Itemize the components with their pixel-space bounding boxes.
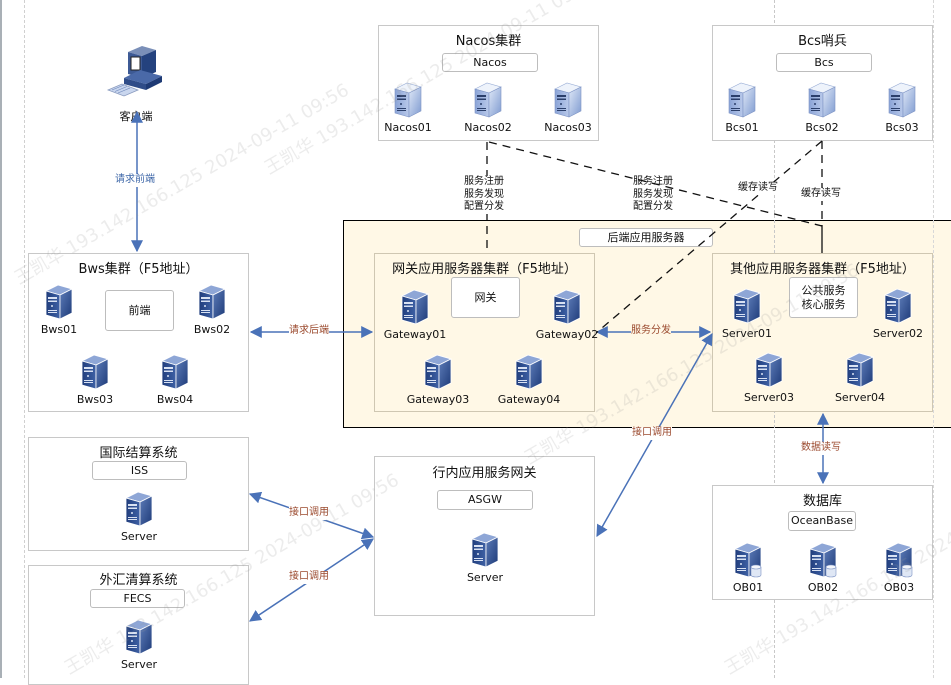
edge-label-interface-iss: 接口调用 xyxy=(289,507,329,520)
edge-label-service-dispatch: 服务分发 xyxy=(631,325,671,338)
server-icon xyxy=(752,349,786,389)
nacos-title: Nacos集群 xyxy=(455,34,522,49)
backend-zone-tag: 后端应用服务器 xyxy=(579,228,713,247)
edge-label-nacos-other: 服务注册 服务发现 配置分发 xyxy=(633,176,673,212)
nacos-node-2[interactable]: Nacos02 xyxy=(448,79,528,134)
edge-label-request-backend: 请求后端 xyxy=(289,325,329,338)
server-icon xyxy=(158,351,192,391)
bcs-node-2[interactable]: Bcs02 xyxy=(782,79,862,134)
server-icon xyxy=(730,285,764,325)
computer-icon xyxy=(106,46,162,97)
fecs-server[interactable]: Server xyxy=(99,616,179,671)
server-icon xyxy=(512,351,546,391)
database-server-icon xyxy=(882,539,916,579)
nacos-node-1[interactable]: Nacos01 xyxy=(368,79,448,134)
db-node-2[interactable]: OB02 xyxy=(783,539,863,594)
other-node-4[interactable]: Server04 xyxy=(820,349,900,404)
edge-label-bcs-other: 缓存读写 xyxy=(801,188,841,201)
server-icon xyxy=(550,286,584,326)
bcs-tag: Bcs xyxy=(776,53,872,72)
bws-node-1[interactable]: Bws01 xyxy=(19,281,99,336)
asgw-tag: ASGW xyxy=(437,490,533,510)
page-guide-left xyxy=(24,0,25,678)
edge-label-bcs-gateway: 缓存读写 xyxy=(738,182,778,195)
db-title: 数据库 xyxy=(802,494,842,509)
other-node-3[interactable]: Server03 xyxy=(729,349,809,404)
page-guide-right-2 xyxy=(933,0,934,678)
client-node[interactable]: 客户端 xyxy=(96,44,176,124)
gateway-title: 网关应用服务器集群（F5地址） xyxy=(392,262,577,277)
gateway-node-1[interactable]: Gateway01 xyxy=(375,286,455,341)
edge-label-nacos-gateway: 服务注册 服务发现 配置分发 xyxy=(464,176,504,214)
bcs-title: Bcs哨兵 xyxy=(798,34,847,49)
bws-node-4[interactable]: Bws04 xyxy=(135,351,215,406)
server-icon xyxy=(421,351,455,391)
nacos-node-3[interactable]: Nacos03 xyxy=(528,79,608,134)
gateway-node-3[interactable]: Gateway03 xyxy=(398,351,478,406)
gateway-node-4[interactable]: Gateway04 xyxy=(489,351,569,406)
server-icon xyxy=(78,351,112,391)
fecs-title: 外汇清算系统 xyxy=(99,573,178,588)
server-icon xyxy=(391,79,425,119)
server-icon xyxy=(398,286,432,326)
edge-label-request-frontend: 请求前端 xyxy=(115,174,155,187)
iss-title: 国际结算系统 xyxy=(99,446,178,461)
server-icon xyxy=(881,285,915,325)
fecs-tag: FECS xyxy=(90,589,185,608)
server-icon xyxy=(885,79,919,119)
server-icon xyxy=(122,616,156,656)
edge-label-db-rw: 数据读写 xyxy=(801,442,841,455)
other-cluster: 其他应用服务器集群（F5地址） 公共服务 核心服务 Server01 Serve… xyxy=(712,253,933,412)
iss-system: 国际结算系统 ISS Server xyxy=(28,437,249,551)
other-title: 其他应用服务器集群（F5地址） xyxy=(730,262,915,277)
fecs-system: 外汇清算系统 FECS Server xyxy=(28,565,249,685)
left-page-edge xyxy=(0,0,2,678)
database: 数据库 OceanBase OB01 OB02 OB03 xyxy=(712,485,933,600)
server-icon xyxy=(805,79,839,119)
db-node-3[interactable]: OB03 xyxy=(859,539,939,594)
gateway-cluster: 网关应用服务器集群（F5地址） 网关 Gateway01 Gateway02 G… xyxy=(374,253,598,412)
gateway-tag: 网关 xyxy=(451,277,520,318)
nacos-tag: Nacos xyxy=(442,53,538,72)
database-server-icon xyxy=(806,539,840,579)
bws-title: Bws集群（F5地址） xyxy=(78,262,199,277)
other-tag: 公共服务 核心服务 xyxy=(789,277,858,318)
server-icon xyxy=(471,79,505,119)
server-icon xyxy=(122,488,156,528)
asgw-server[interactable]: Server xyxy=(445,529,525,584)
server-icon xyxy=(551,79,585,119)
server-icon xyxy=(195,281,229,321)
bws-node-3[interactable]: Bws03 xyxy=(55,351,135,406)
db-node-1[interactable]: OB01 xyxy=(708,539,788,594)
bcs-node-1[interactable]: Bcs01 xyxy=(702,79,782,134)
gateway-node-2[interactable]: Gateway02 xyxy=(527,286,607,341)
asgw-title: 行内应用服务网关 xyxy=(432,466,537,481)
nacos-cluster: Nacos集群 Nacos Nacos01 Nacos02 Nacos03 xyxy=(378,25,599,141)
server-icon xyxy=(725,79,759,119)
other-node-1[interactable]: Server01 xyxy=(707,285,787,340)
db-tag: OceanBase xyxy=(788,511,856,531)
bws-cluster: Bws集群（F5地址） 前端 Bws01 Bws02 Bws03 Bws04 xyxy=(28,253,249,412)
edge-label-interface-fecs: 接口调用 xyxy=(289,571,329,584)
asgw-gateway: 行内应用服务网关 ASGW Server xyxy=(374,456,595,616)
bws-tag: 前端 xyxy=(105,290,174,331)
server-icon xyxy=(843,349,877,389)
server-icon xyxy=(42,281,76,321)
edge-label-interface-asgw: 接口调用 xyxy=(632,427,672,440)
bws-node-2[interactable]: Bws02 xyxy=(172,281,252,336)
iss-server[interactable]: Server xyxy=(99,488,179,543)
server-icon xyxy=(468,529,502,569)
other-node-2[interactable]: Server02 xyxy=(858,285,938,340)
iss-tag: ISS xyxy=(92,461,187,480)
database-server-icon xyxy=(731,539,765,579)
bcs-cluster: Bcs哨兵 Bcs Bcs01 Bcs02 Bcs03 xyxy=(712,25,933,141)
bcs-node-3[interactable]: Bcs03 xyxy=(862,79,942,134)
client-label: 客户端 xyxy=(119,110,153,123)
